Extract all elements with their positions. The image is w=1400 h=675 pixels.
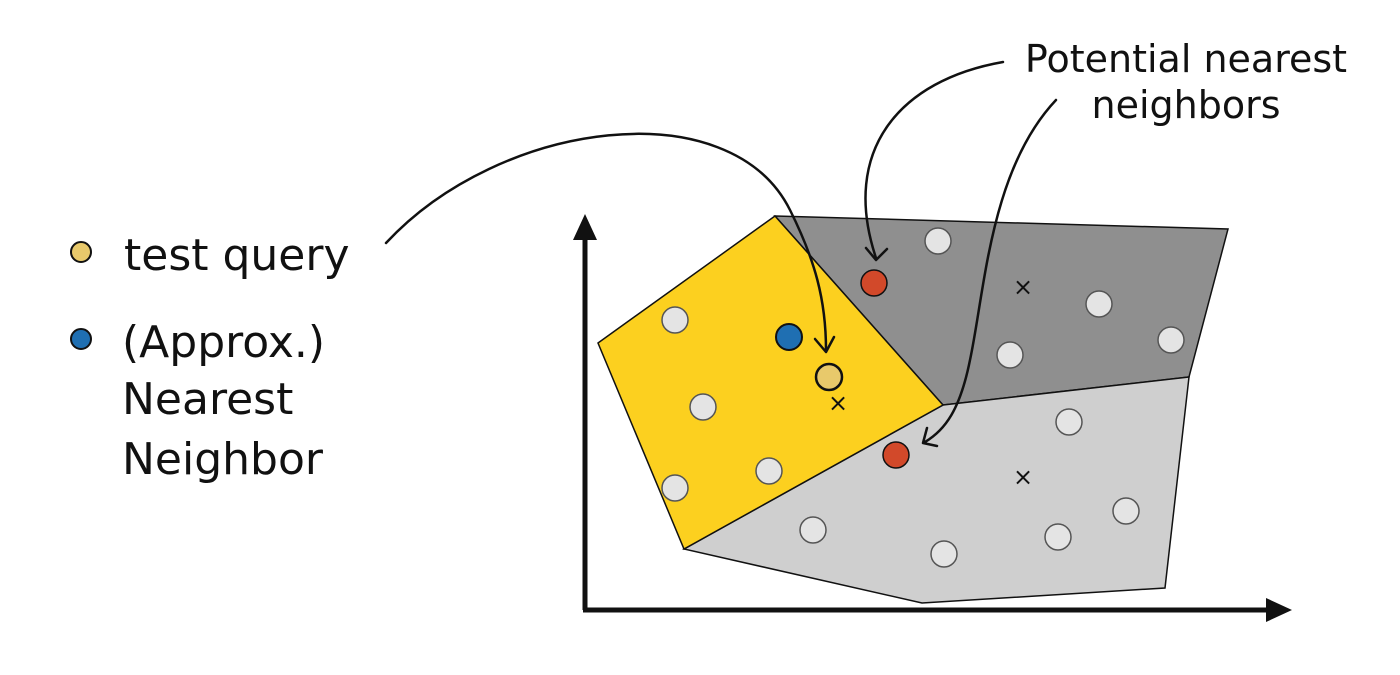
callout-line-2: neighbors [1091,83,1280,127]
data-point [689,393,717,421]
arrowhead-icon [573,214,597,240]
test-query-legend-label: test query [124,230,350,281]
centroid-x-icon: × [828,389,848,417]
nearest-neighbor-point [775,323,803,351]
nearest-neighbor-legend-label-line-1: (Approx.) [122,317,325,368]
centroids: × × × [828,273,1033,491]
arrowhead-icon [864,246,889,262]
callout-arrow-lower [923,98,1058,444]
data-point [1112,497,1140,525]
arrows [384,60,1058,444]
centroid-x-icon: × [1013,463,1033,491]
data-point [1085,290,1113,318]
potential-neighbor-point [860,269,888,297]
axes [573,214,1292,622]
callout-line-1: Potential nearest [1025,37,1347,81]
data-point [661,306,689,334]
test-query-point [814,362,844,392]
arrowhead-icon [921,426,939,448]
query-cell [597,214,945,551]
callout-arrow-upper [864,60,1005,260]
data-point [1157,326,1185,354]
data-point [930,540,958,568]
data-point [799,516,827,544]
legend: test query (Approx.) Nearest Neighbor [70,230,350,485]
data-point [996,341,1024,369]
nearest-neighbor-legend-marker [70,328,92,350]
data-point [1055,408,1083,436]
centroid-x-icon: × [1013,273,1033,301]
arrowhead-icon [1266,598,1292,622]
data-point [924,227,952,255]
data-point [1044,523,1072,551]
data-point [661,474,689,502]
test-query-legend-marker [70,241,92,263]
nearest-neighbor-legend-label-line-2: Nearest [122,374,293,425]
potential-neighbors-callout: Potential nearest neighbors [1025,37,1347,127]
nearest-neighbor-legend-label-line-3: Neighbor [122,434,324,485]
arrowheads [813,246,939,448]
data-points [661,227,1185,568]
test-query-arrow [384,132,828,352]
potential-neighbor-point [882,441,910,469]
data-point [755,457,783,485]
arrowhead-icon [813,335,836,354]
